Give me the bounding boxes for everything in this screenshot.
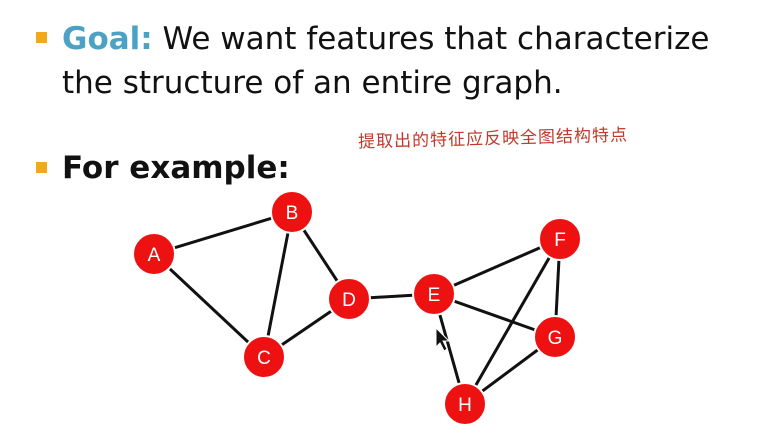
edge-E-F — [433, 237, 561, 296]
arrow-cursor-icon — [435, 326, 451, 352]
edge-A-B — [153, 210, 293, 256]
example-heading: For example: — [62, 150, 290, 186]
node-label-D: D — [342, 290, 356, 311]
goal-statement: Goal: We want features that characterize… — [62, 17, 752, 105]
edge-F-H — [463, 238, 562, 405]
node-label-A: A — [148, 245, 161, 266]
node-D — [327, 277, 371, 321]
node-label-G: G — [548, 328, 563, 349]
node-F — [538, 217, 582, 261]
node-A — [132, 232, 176, 276]
goal-text: We want features that characterize the s… — [62, 21, 710, 101]
node-B — [270, 190, 314, 234]
bullet-square-icon — [36, 162, 47, 173]
edge-A-C — [152, 252, 266, 359]
node-label-C: C — [257, 348, 271, 369]
node-E — [412, 272, 456, 316]
bullet-square-icon — [36, 32, 47, 43]
goal-keyword: Goal: — [62, 21, 153, 57]
node-label-B: B — [286, 203, 299, 224]
node-C — [242, 335, 286, 379]
edge-B-C — [262, 211, 294, 358]
node-label-H: H — [458, 395, 472, 416]
node-G — [533, 315, 577, 359]
node-label-F: F — [554, 230, 566, 251]
node-label-E: E — [428, 285, 441, 306]
node-H — [443, 382, 487, 426]
